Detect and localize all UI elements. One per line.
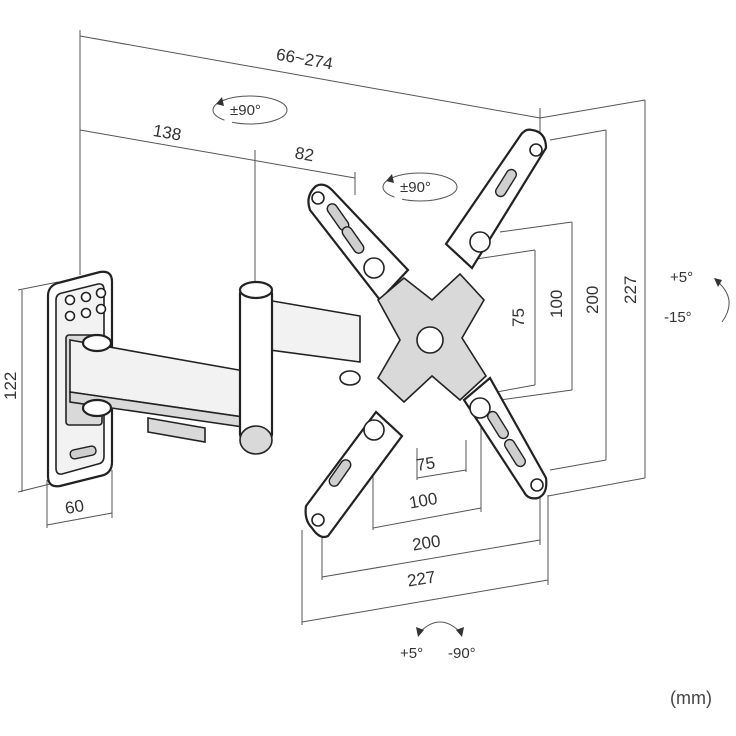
ext-v100-bottom <box>499 389 573 401</box>
labels: 66~274 138 82 ±90° ±90° 122 60 75 100 20… <box>1 45 712 708</box>
vesa-slot <box>495 168 517 198</box>
dim-vesa-h-200 <box>321 539 541 578</box>
label-tilt-down: -15° <box>664 309 692 326</box>
vesa-corner-hole <box>311 513 325 527</box>
rotation-indicators <box>212 95 730 637</box>
arm-joint-cap-bottom <box>239 425 273 455</box>
vesa-plate <box>304 128 548 539</box>
vesa-slot <box>487 410 509 440</box>
ext-v227-bottom <box>547 477 646 497</box>
arm-swivel-arrowhead-icon <box>216 97 224 106</box>
arm-1 <box>69 333 251 443</box>
wall-plate-hole <box>64 310 76 322</box>
head-swivel-arrowhead-icon <box>386 174 394 183</box>
wall-plate-hole <box>64 294 76 306</box>
vesa-corner-hole <box>529 143 543 157</box>
wall-plate-slot <box>69 445 97 460</box>
vesa-center-hole <box>416 326 444 354</box>
label-total-extension: 66~274 <box>275 45 335 74</box>
wall-plate-hole <box>95 287 107 299</box>
ext-v200-bottom <box>549 459 607 471</box>
label-unit: (mm) <box>670 688 712 708</box>
vesa-arm-top-right <box>444 128 548 270</box>
label-vesa-v-227: 227 <box>621 276 640 304</box>
arm-joint-column <box>238 286 274 442</box>
dim-total-extension <box>79 35 541 119</box>
wall-plate-hole <box>80 307 92 319</box>
rotate-arrowhead-left-icon <box>416 627 424 637</box>
label-head-swivel: ±90° <box>400 179 431 196</box>
rotate-arrowhead-right-icon <box>456 627 464 637</box>
vesa-arm-bottom-left <box>304 410 404 539</box>
label-wall-plate-width: 60 <box>64 496 86 518</box>
label-rotate-right: -90° <box>448 645 476 662</box>
tilt-arc-icon <box>717 281 730 323</box>
arm-joint-cap-top <box>238 280 274 300</box>
tilt-arrowhead-icon <box>714 278 722 287</box>
label-vesa-h-227: 227 <box>406 567 437 590</box>
label-vesa-h-75: 75 <box>415 453 437 475</box>
label-tilt-up: +5° <box>670 269 693 286</box>
dim-vesa-h-227 <box>301 579 549 623</box>
ext-v227-top <box>539 99 646 119</box>
arm-1-pivot-top <box>81 333 113 353</box>
wall-plate-hole <box>80 291 92 303</box>
label-arm-138: 138 <box>152 121 183 145</box>
label-wall-plate-height: 122 <box>1 372 20 400</box>
vesa-mount-hole <box>469 231 491 253</box>
vesa-mount-hole <box>469 397 491 419</box>
arm-2 <box>238 280 361 455</box>
dim-vesa-h-75 <box>416 469 467 479</box>
label-vesa-v-100: 100 <box>547 290 566 318</box>
vesa-mount-hole <box>363 257 385 279</box>
arm-1-pivot-bottom <box>81 398 113 418</box>
label-arm-82: 82 <box>293 143 315 165</box>
ext-v100-top <box>499 221 573 233</box>
ext-v75-top <box>469 249 536 261</box>
label-vesa-v-200: 200 <box>583 286 602 314</box>
vesa-corner-hole <box>530 478 544 492</box>
vesa-corner-hole <box>311 191 325 205</box>
ext-v200-top <box>549 129 607 141</box>
head-swivel-arrow-icon <box>382 172 458 202</box>
vesa-slot <box>504 438 526 468</box>
vesa-mount-hole <box>363 419 385 441</box>
arm-swivel-arrow-icon <box>212 95 288 125</box>
dim-vesa-h-100 <box>372 507 482 529</box>
ext-line-wp-top <box>17 281 59 291</box>
arm-1-cable-clip <box>147 417 206 443</box>
label-arm-swivel: ±90° <box>230 102 261 119</box>
label-vesa-v-75: 75 <box>509 308 528 327</box>
label-rotate-left: +5° <box>400 645 423 662</box>
dimension-lines <box>17 30 646 625</box>
label-vesa-h-200: 200 <box>411 531 442 554</box>
vesa-slot <box>341 226 365 254</box>
label-vesa-h-100: 100 <box>408 489 439 513</box>
tilt-knob <box>339 370 361 386</box>
dim-arm-138-82 <box>79 129 356 179</box>
wall-plate-hole <box>95 303 107 315</box>
dim-wall-plate-width <box>46 512 113 526</box>
vesa-slot <box>328 459 352 487</box>
rotate-arc-icon <box>419 621 461 633</box>
